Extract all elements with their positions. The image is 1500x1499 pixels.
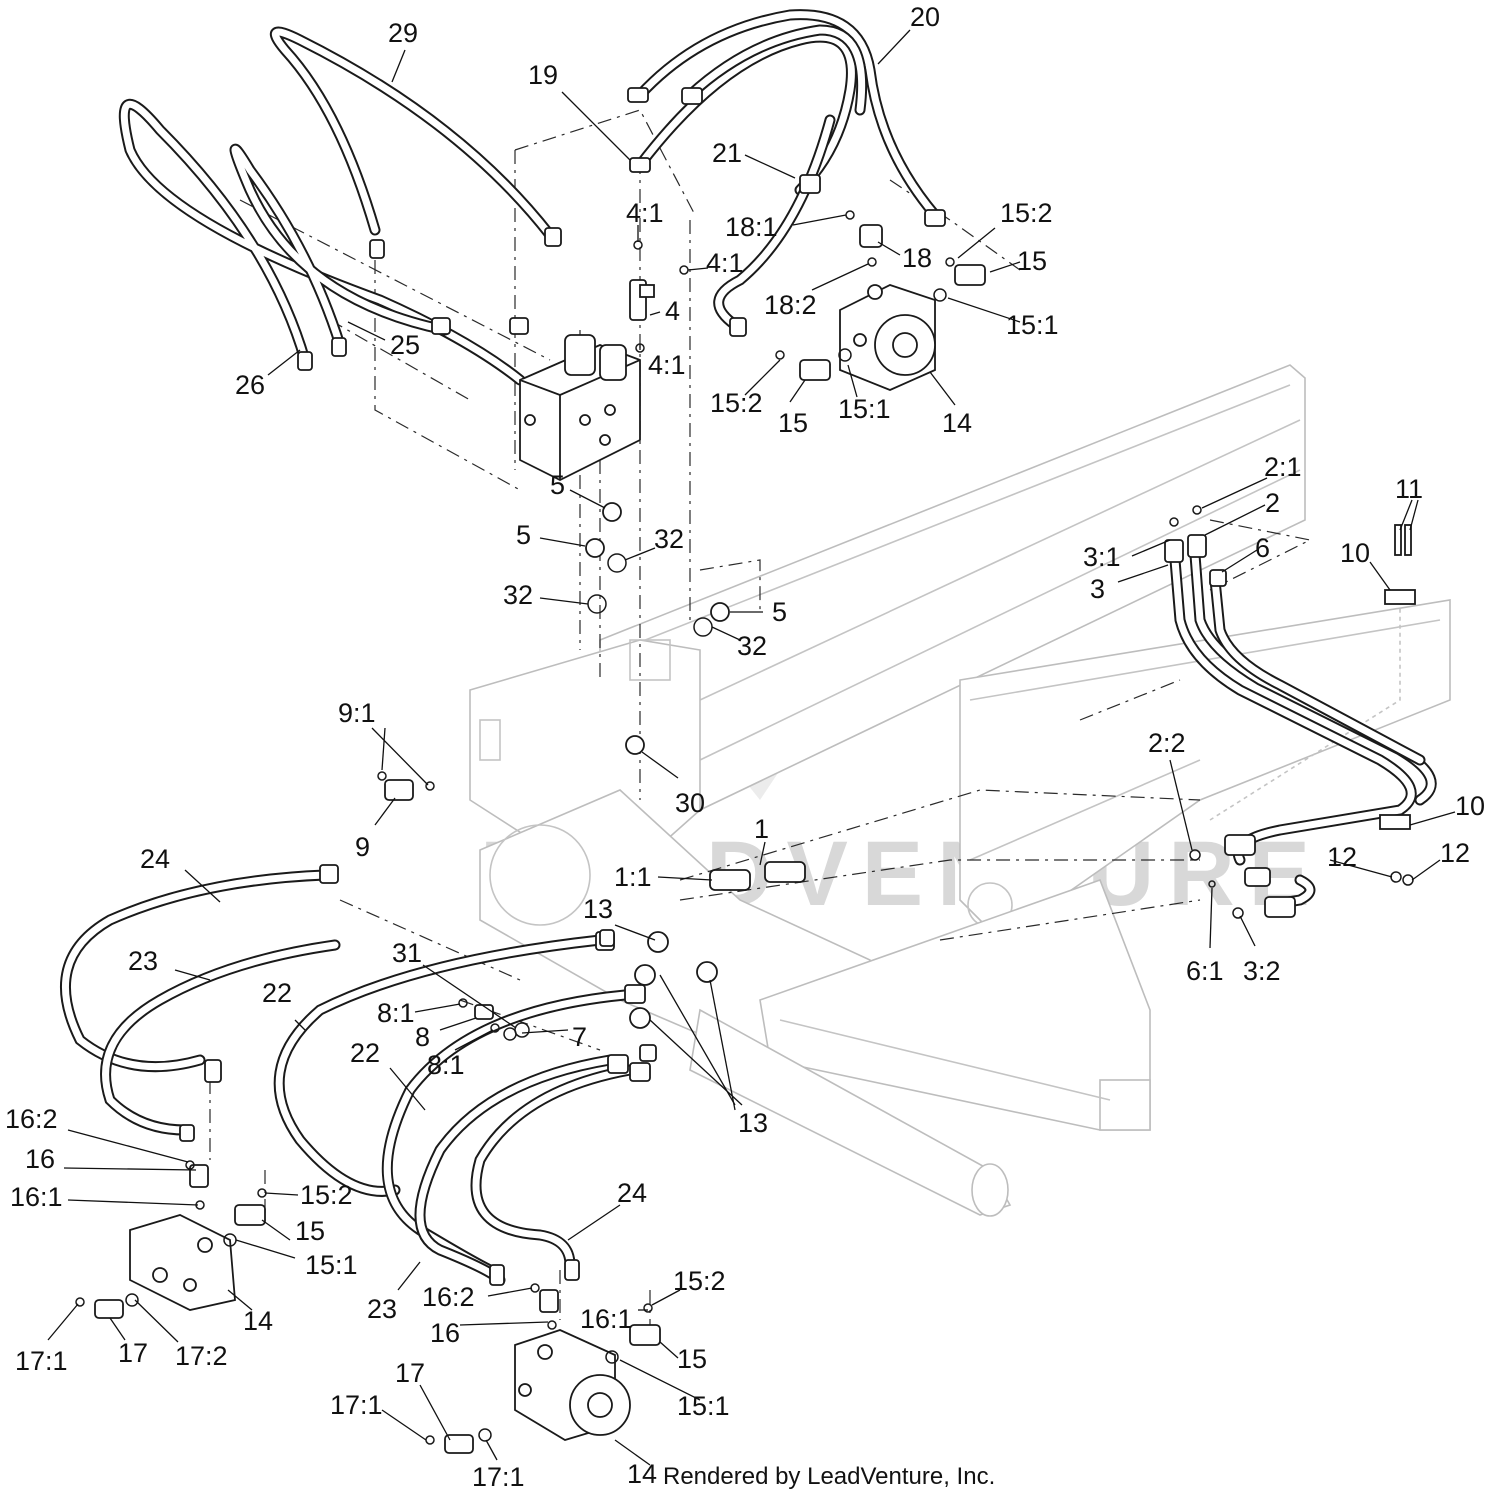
washers-and-orings: [75, 210, 1414, 1445]
callout-1: 1: [754, 814, 769, 844]
callout-6: 6: [1255, 533, 1270, 563]
callout-32: 32: [654, 524, 684, 554]
callout-8: 8: [415, 1022, 430, 1052]
callout-13: 13: [738, 1108, 768, 1138]
callout-15-1: 15:1: [1006, 310, 1059, 340]
callout-6-1: 6:1: [1186, 956, 1224, 986]
hose-29: [269, 26, 556, 241]
callout-20: 20: [910, 2, 940, 32]
hose-25: [229, 143, 451, 351]
callout-3-1: 3:1: [1083, 542, 1121, 572]
callout-22: 22: [350, 1038, 380, 1068]
footer-credit: Rendered by LeadVenture, Inc.: [663, 1463, 995, 1490]
callout-24: 24: [617, 1178, 647, 1208]
callout-17-1: 17:1: [472, 1462, 525, 1492]
callout-32: 32: [503, 580, 533, 610]
callout-15: 15: [778, 408, 808, 438]
callout-11: 11: [1395, 474, 1423, 504]
callout-14: 14: [942, 408, 972, 438]
callout-labels: 29 20 19 21 4:1 4:1 4 4:1 18:1 18 18:2 1…: [5, 2, 1485, 1492]
callout-13: 13: [583, 894, 613, 924]
callout-15-2: 15:2: [710, 388, 763, 418]
callout-31: 31: [392, 938, 422, 968]
callout-16: 16: [25, 1144, 55, 1174]
callout-19: 19: [528, 60, 558, 90]
callout-5: 5: [516, 520, 531, 550]
callout-24: 24: [140, 844, 170, 874]
callout-16-1: 16:1: [580, 1304, 633, 1334]
callout-7: 7: [572, 1022, 587, 1052]
callout-10: 10: [1340, 538, 1370, 568]
motor-14-lower: [514, 1329, 631, 1441]
callout-15-1: 15:1: [677, 1391, 730, 1421]
hose-26: [118, 98, 526, 386]
hose-24-upper: [60, 869, 331, 1073]
callout-3: 3: [1090, 574, 1105, 604]
leader-lines: [47, 29, 1456, 1466]
callout-8-1: 8:1: [377, 998, 415, 1028]
callout-29: 29: [388, 18, 418, 48]
callout-1-1: 1:1: [614, 862, 652, 892]
callout-15-2: 15:2: [300, 1180, 353, 1210]
callout-12: 12: [1440, 838, 1470, 868]
callout-15-2: 15:2: [673, 1266, 726, 1296]
hose-22: [273, 934, 631, 1276]
callout-21: 21: [712, 138, 742, 168]
callout-9-1: 9:1: [338, 698, 376, 728]
callout-2: 2: [1265, 488, 1280, 518]
callout-16-2: 16:2: [422, 1282, 475, 1312]
callout-15: 15: [295, 1216, 325, 1246]
callout-26: 26: [235, 370, 265, 400]
callout-30: 30: [675, 788, 705, 818]
callout-12: 12: [1327, 842, 1357, 872]
callout-8-1: 8:1: [427, 1050, 465, 1080]
callout-5: 5: [772, 597, 787, 627]
callout-25: 25: [390, 330, 420, 360]
callout-4-1: 4:1: [648, 350, 686, 380]
callout-15-1: 15:1: [305, 1250, 358, 1280]
callout-10: 10: [1455, 791, 1485, 821]
callout-18: 18: [902, 243, 932, 273]
callout-22: 22: [262, 978, 292, 1008]
callout-15-2: 15:2: [1000, 198, 1053, 228]
callout-23: 23: [367, 1294, 397, 1324]
callout-2-2: 2:2: [1148, 728, 1186, 758]
callout-15-1: 15:1: [838, 394, 891, 424]
callout-4-1: 4:1: [706, 248, 744, 278]
callout-9: 9: [355, 832, 370, 862]
callout-18-2: 18:2: [764, 290, 817, 320]
callout-18-1: 18:1: [725, 212, 778, 242]
callout-16-1: 16:1: [10, 1182, 63, 1212]
fittings: [94, 87, 1416, 1454]
valve-block: [519, 334, 641, 482]
callout-17: 17: [395, 1358, 425, 1388]
motor-14-upper: [839, 284, 936, 391]
machine-frame: [469, 364, 1451, 1217]
callout-14: 14: [243, 1306, 273, 1336]
motor-14-left: [129, 1214, 236, 1311]
callout-23: 23: [128, 946, 158, 976]
callout-16: 16: [430, 1318, 460, 1348]
callout-4-1: 4:1: [626, 198, 664, 228]
callout-14: 14: [627, 1459, 657, 1489]
callout-16-2: 16:2: [5, 1104, 58, 1134]
hose-23-24-lower: [414, 1054, 636, 1286]
callout-5: 5: [550, 470, 565, 500]
hose-20: [634, 9, 941, 331]
callout-15: 15: [677, 1344, 707, 1374]
callout-4: 4: [665, 296, 680, 326]
callout-17-1: 17:1: [330, 1390, 383, 1420]
callout-2-1: 2:1: [1264, 452, 1302, 482]
callout-15: 15: [1017, 246, 1047, 276]
callout-17: 17: [118, 1338, 148, 1368]
callout-17-2: 17:2: [175, 1341, 228, 1371]
hose-23-upper: [100, 939, 341, 1136]
callout-17-1: 17:1: [15, 1346, 68, 1376]
callout-3-2: 3:2: [1243, 956, 1281, 986]
callout-32: 32: [737, 631, 767, 661]
